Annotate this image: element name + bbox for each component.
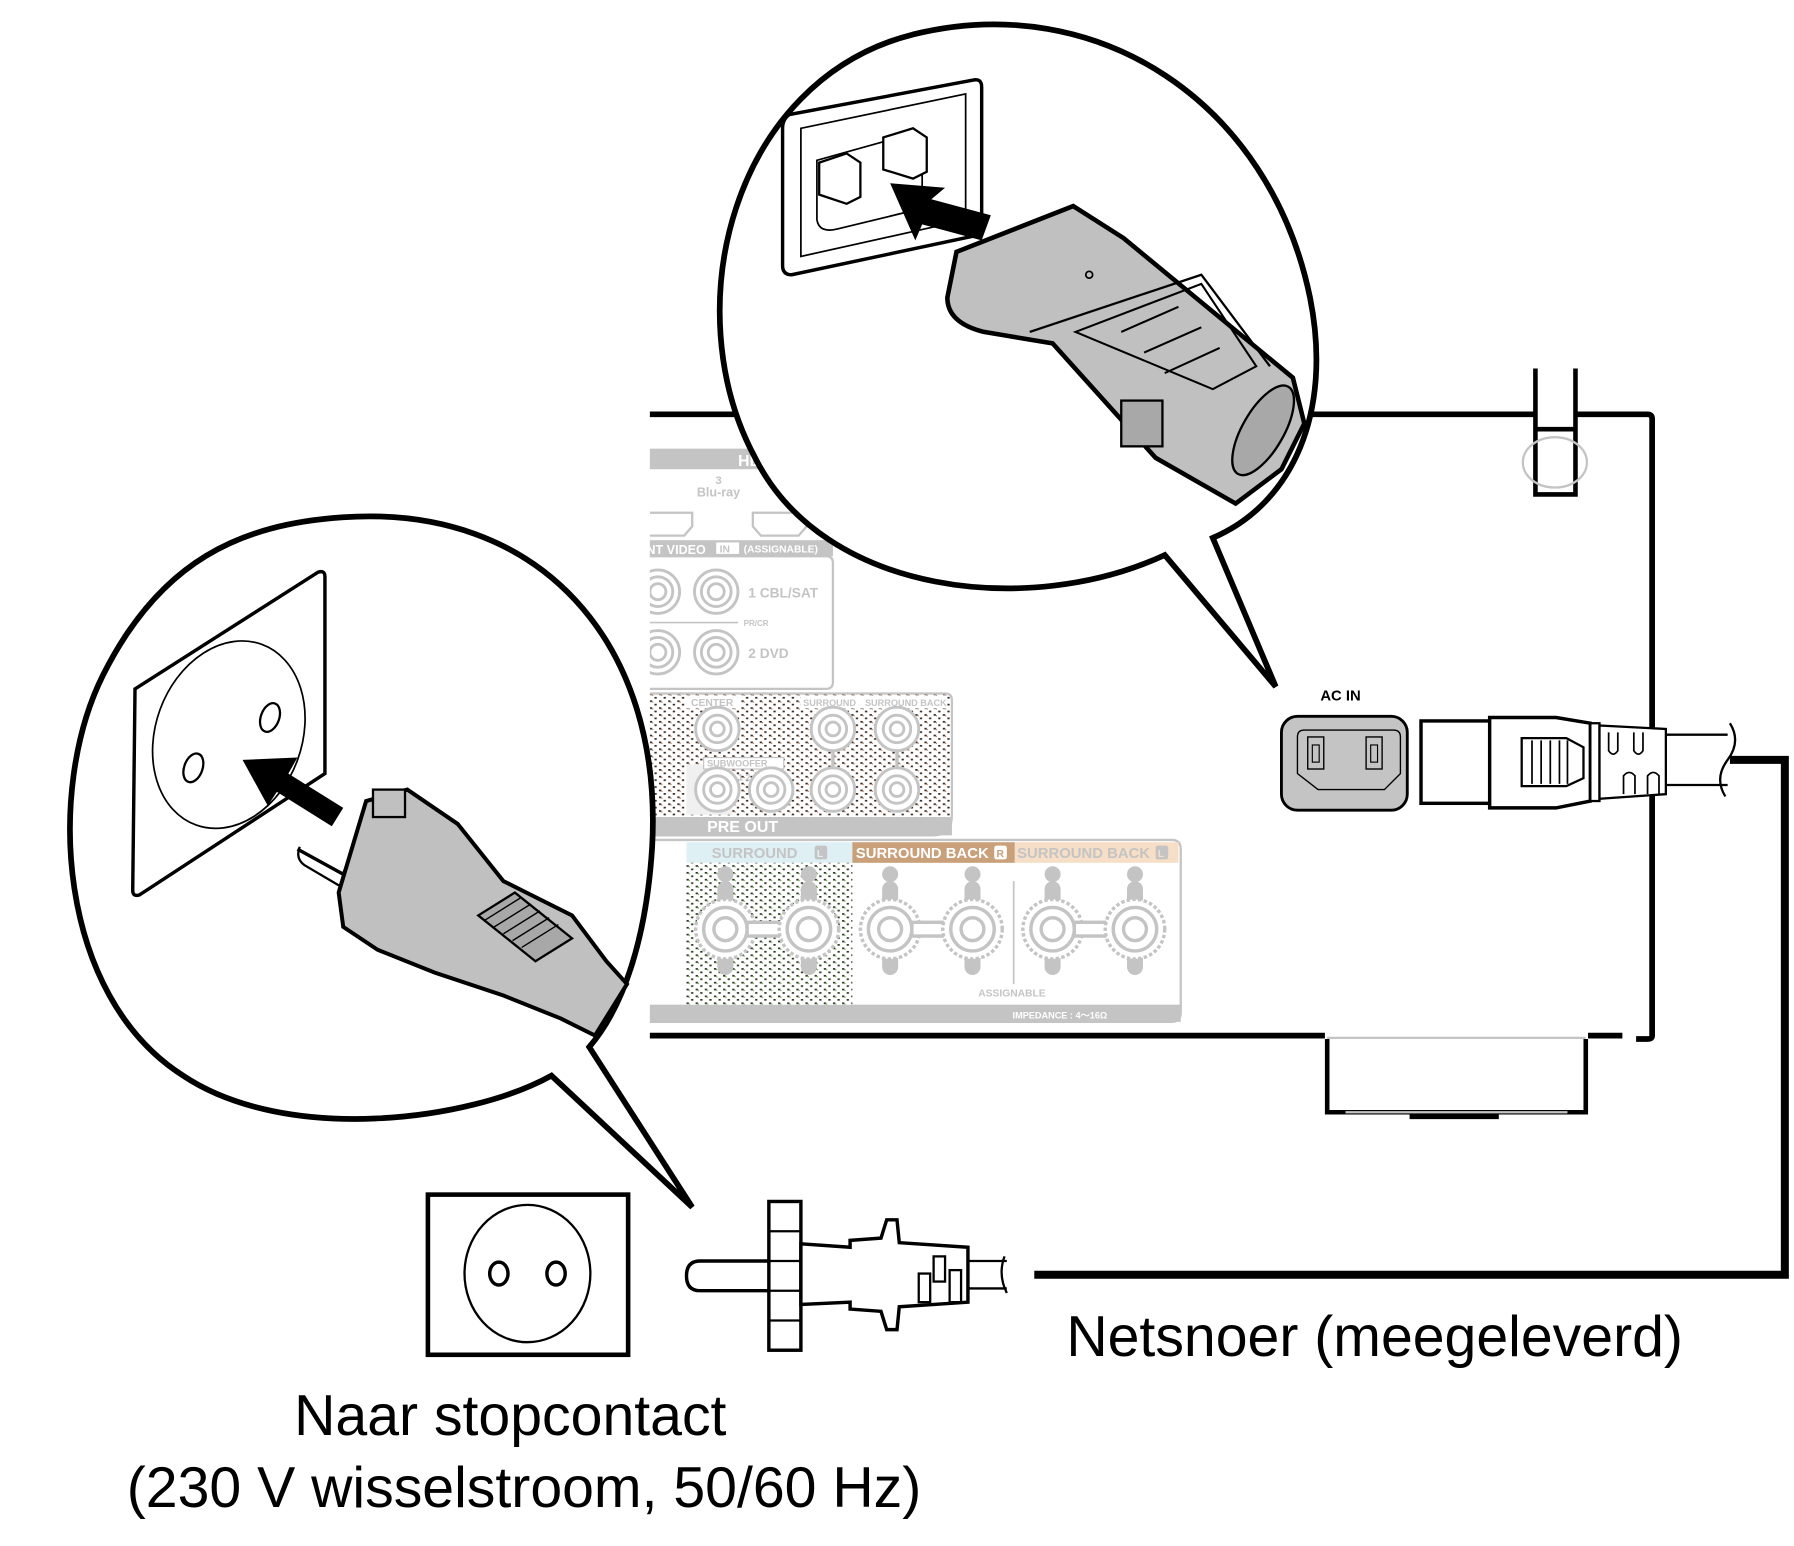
iec-power-plug <box>1419 715 1737 810</box>
component-assignable: (ASSIGNABLE) <box>744 545 818 556</box>
callout-wall-outlet-detail <box>67 513 695 1210</box>
speaker-group-label: SURROUND <box>712 846 798 862</box>
component-in-badge: IN <box>720 545 730 556</box>
component-input-2: 2 DVD <box>748 646 788 661</box>
pre-out-surround-back-label: SURROUND BACK <box>865 698 947 708</box>
hdmi-input-number: 3 <box>715 475 721 487</box>
pre-out-label: PRE OUT <box>707 819 778 836</box>
power-cord-caption: Netsnoer (meegeleverd) <box>1066 1305 1683 1369</box>
component-input-1: 1 CBL/SAT <box>748 585 818 600</box>
speaker-group-surround-l-header <box>686 842 853 863</box>
euro-plug-icon <box>684 1199 1008 1352</box>
speaker-terminal: − <box>777 865 841 975</box>
wall-outlet-icon <box>425 1192 631 1358</box>
outlet-caption-line2: (230 V wisselstroom, 50/60 Hz) <box>127 1456 922 1520</box>
power-cable <box>1034 755 1789 1279</box>
subwoofer-label: SUBWOOFER <box>707 759 768 769</box>
outlet-caption-line1: Naar stopcontact <box>294 1384 726 1448</box>
ac-inlet <box>1279 714 1409 812</box>
impedance-label: IMPEDANCE : 4～16Ω <box>1013 1010 1108 1020</box>
channel-badge: L <box>817 849 823 860</box>
channel-badge: R <box>997 849 1005 860</box>
speaker-group-label: SURROUND BACK <box>1017 846 1150 862</box>
terminal-polarity-sign: − <box>969 867 977 882</box>
callout-ac-inlet-detail <box>716 21 1320 689</box>
speaker-terminal: + <box>858 865 922 975</box>
pre-out-center-label: CENTER <box>691 698 734 709</box>
chassis-foot <box>1324 1039 1589 1115</box>
speaker-terminal: − <box>941 865 1004 975</box>
component-header: NT VIDEO <box>646 543 706 557</box>
chassis-handle <box>1533 368 1578 497</box>
pre-out-surround-label: SURROUND <box>803 698 856 708</box>
speaker-group-surround-back-l-header <box>1014 842 1179 863</box>
terminal-polarity-sign: − <box>805 867 813 882</box>
insert-arrow-icon <box>890 183 991 241</box>
pre-out-jack <box>694 705 921 813</box>
speaker-group-surround-back-r-header <box>852 842 1015 863</box>
receiver-rear-panel: HD 3 Blu-ray NT VIDEO IN (ASSIGNABLE) PR… <box>646 368 1789 1279</box>
hdmi-port-icon <box>649 511 694 537</box>
subwoofer-numbers: 1 2 <box>738 772 751 782</box>
speaker-group-label: SURROUND BACK <box>856 846 989 862</box>
terminal-polarity-sign: − <box>1131 867 1139 882</box>
terminal-polarity-sign: + <box>886 867 894 882</box>
terminal-polarity-sign: + <box>1049 867 1057 882</box>
ac-in-label: AC IN <box>1320 688 1360 704</box>
terminal-polarity-sign: + <box>721 867 729 882</box>
rca-jack <box>649 568 740 676</box>
hdmi-input-name: Blu-ray <box>697 486 740 500</box>
speaker-terminals: + − + − + − <box>693 865 1167 975</box>
insert-arrow-icon <box>242 757 344 827</box>
channel-badge: L <box>1158 849 1164 860</box>
pr-cr-label: PR/CR <box>744 619 769 628</box>
speaker-terminal: − <box>1103 865 1167 975</box>
assignable-label: ASSIGNABLE <box>978 989 1046 1000</box>
